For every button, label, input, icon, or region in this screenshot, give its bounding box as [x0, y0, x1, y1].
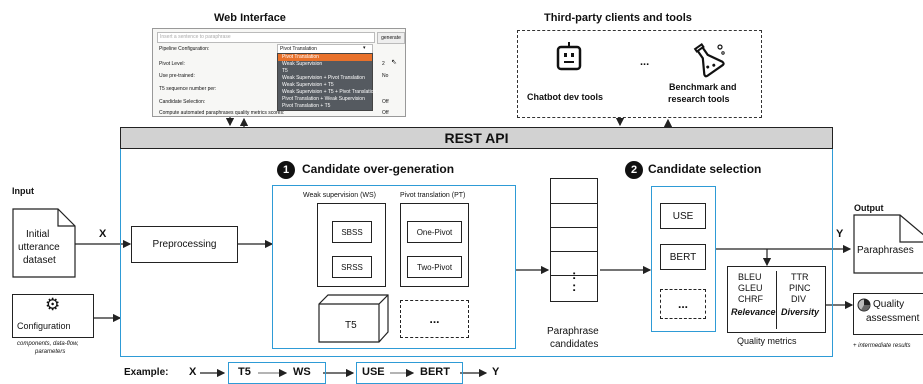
output-caption: + intermediate results: [853, 343, 911, 349]
pt-group: [400, 203, 469, 287]
rest-api-bar: REST API: [120, 127, 833, 149]
pipeline-container: [120, 149, 833, 357]
menu-item[interactable]: Weak Supervision + T5: [282, 82, 334, 88]
t5-cube-box[interactable]: [318, 294, 390, 344]
gear-icon: ⚙: [45, 295, 61, 314]
menu-item-selected[interactable]: Pivot Translation: [278, 54, 372, 61]
diversity-label: Diversity: [781, 307, 820, 317]
menu-item[interactable]: Weak Supervision + T5 + Pivot Translatio…: [282, 89, 377, 95]
overgen-box: [272, 185, 516, 349]
example-ws: WS: [293, 366, 311, 378]
candidates-label-2: candidates: [550, 339, 599, 350]
candidates-stack: [550, 178, 598, 302]
bert-box[interactable]: BERT: [660, 244, 706, 270]
chatbot-label: Chatbot dev tools: [527, 92, 603, 102]
example-use: USE: [362, 366, 385, 378]
sentence-input[interactable]: Insert a sentence to paraphrase: [157, 32, 375, 43]
third-party-box: [517, 30, 762, 118]
metric-bleu: BLEU: [738, 272, 762, 282]
menu-item[interactable]: Pivot Translation + Weak Supervision: [282, 96, 365, 102]
input-doc-line3: dataset: [23, 255, 56, 266]
srss-box[interactable]: SRSS: [332, 256, 372, 278]
input-doc-line2: utterance: [18, 242, 60, 253]
selection-box: [651, 186, 716, 332]
metric-gleu: GLEU: [738, 283, 763, 293]
paraphrases-document-icon: [853, 214, 923, 274]
overgen-more-box: ...: [400, 300, 469, 338]
menu-item[interactable]: Pivot Translation + T5: [282, 103, 331, 109]
relevance-label: Relevance: [731, 307, 776, 317]
step-2-badge: 2: [625, 161, 643, 179]
row-label-metrics: Compute automated paraphrases quality me…: [159, 110, 285, 116]
candidates-label-1: Paraphrase: [547, 326, 599, 337]
metrics-box: BLEU GLEU CHRF TTR PINC DIV Relevance Di…: [727, 266, 826, 333]
third-party-title: Third-party clients and tools: [544, 12, 692, 24]
document-icon: [12, 208, 76, 278]
config-caption-2: parameters: [35, 349, 66, 355]
example-x: X: [189, 366, 197, 378]
preprocessing-box[interactable]: Preprocessing: [131, 226, 238, 263]
metric-div: DIV: [791, 294, 807, 304]
flask-icon: [693, 43, 725, 78]
metric-ttr: TTR: [791, 272, 809, 282]
configuration-label: Configuration: [17, 321, 71, 331]
sbss-box[interactable]: SBSS: [332, 221, 372, 243]
input-doc-line1: Initial: [26, 229, 50, 240]
metric-chrf: CHRF: [738, 294, 763, 304]
row-label-selection: Candidate Selection:: [159, 99, 206, 105]
web-interface-title: Web Interface: [214, 12, 286, 24]
output-title: Output: [854, 203, 884, 213]
cursor-icon: ⇖: [391, 59, 397, 66]
candidates-dots-2: :: [572, 279, 577, 294]
step-1-badge: 1: [277, 161, 295, 179]
row-label-pipeline: Pipeline Configuration:: [159, 46, 210, 52]
selection-title: Candidate selection: [648, 162, 762, 176]
row-label-t5-seq: T5 sequence number per:: [159, 86, 217, 92]
one-pivot-box[interactable]: One-Pivot: [407, 221, 462, 243]
use-box[interactable]: USE: [660, 203, 706, 229]
pipeline-dropdown-menu: Pivot Translation Weak Supervision T5 We…: [277, 53, 377, 111]
selection-value[interactable]: Off: [382, 99, 389, 105]
quality-label-2: assessment: [866, 313, 920, 324]
example-t5: T5: [238, 366, 251, 378]
pt-title: Pivot translation (PT): [400, 192, 466, 199]
selection-more-box: ...: [660, 289, 706, 319]
quality-label-1: Quality: [873, 299, 905, 310]
input-x-label: X: [99, 228, 107, 240]
configuration-box[interactable]: ⚙ Configuration: [12, 294, 94, 338]
menu-item[interactable]: Weak Supervision + Pivot Translation: [282, 75, 365, 81]
two-pivot-box[interactable]: Two-Pivot: [407, 256, 462, 278]
candidates-dots: :: [572, 267, 577, 282]
paraphrases-label: Paraphrases: [857, 245, 914, 256]
overgen-title: Candidate over-generation: [302, 162, 455, 176]
config-caption-1: components, data-flow,: [17, 341, 79, 347]
benchmark-label-2: research tools: [668, 94, 730, 104]
example-bert: BERT: [420, 366, 450, 378]
y-label: Y: [836, 228, 844, 240]
generate-button[interactable]: generate: [377, 32, 405, 44]
web-interface-screenshot: Insert a sentence to paraphrase generate…: [152, 28, 406, 117]
robot-icon: [556, 42, 582, 71]
pretrained-value[interactable]: No: [382, 73, 389, 79]
menu-item[interactable]: T5: [282, 68, 288, 74]
example-label: Example:: [124, 367, 169, 378]
metric-pinc: PINC: [789, 283, 811, 293]
benchmark-label-1: Benchmark and: [669, 82, 737, 92]
pie-chart-icon: [857, 298, 871, 312]
ws-title: Weak supervision (WS): [303, 192, 377, 199]
row-label-pretrained: Use pre-trained:: [159, 73, 195, 79]
tools-ellipsis: ...: [640, 56, 650, 68]
pivot-level-value[interactable]: 2: [382, 61, 385, 67]
example-y: Y: [492, 366, 500, 378]
menu-item[interactable]: Weak Supervision: [282, 61, 323, 67]
chevron-down-icon: ▾: [363, 45, 366, 51]
input-title: Input: [12, 186, 34, 196]
t5-label: T5: [345, 320, 357, 331]
metrics-caption: Quality metrics: [737, 336, 797, 346]
metrics-divider: [776, 271, 777, 329]
ws-group: [317, 203, 386, 287]
row-label-pivot-level: Pivot Level:: [159, 61, 185, 67]
metrics-value[interactable]: Off: [382, 110, 389, 116]
